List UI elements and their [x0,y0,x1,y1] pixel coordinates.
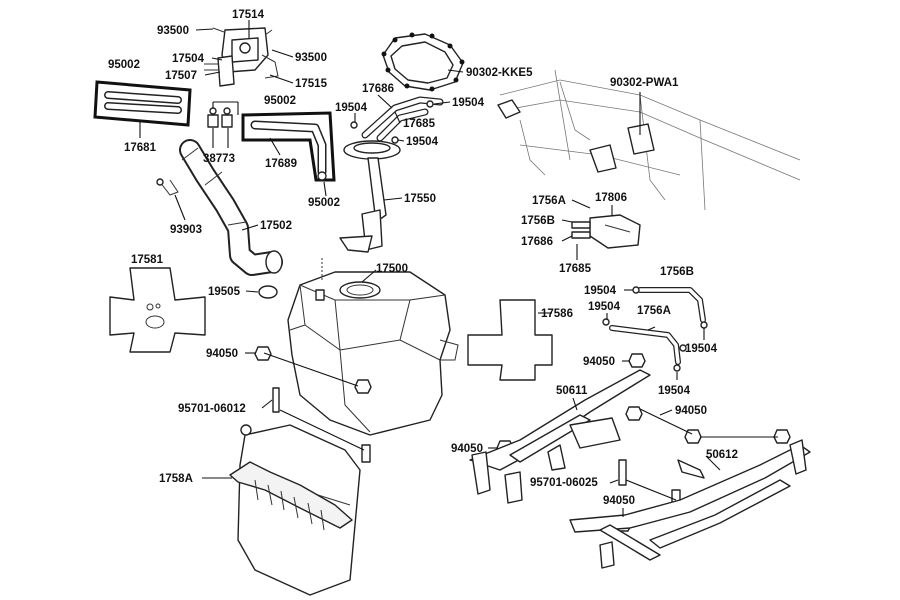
label-1756B-valve: 1756B [521,215,555,227]
label-19504-hose-a: 19504 [584,285,617,297]
hose-clamp [258,285,278,299]
tank-support-frame-50612 [569,439,811,569]
label-93500-right: 93500 [295,52,327,64]
label-17550: 17550 [404,193,436,205]
hose-clamps-19504 [350,100,434,144]
label-1756A-valve: 1756A [532,195,566,207]
part-labels: 93500 17514 17504 93500 95002 17507 1751… [108,9,738,507]
label-19504-mid: 19504 [406,136,439,148]
label-19504-hose-c: 19504 [685,343,718,355]
label-17504: 17504 [172,53,205,65]
vent-hose-17681 [93,80,192,127]
label-1756B-hose: 1756B [660,266,694,278]
label-95002-a: 95002 [108,59,140,71]
label-17689: 17689 [265,158,297,170]
label-17685-valve: 17685 [559,263,592,275]
vent-hose-17689 [241,111,336,182]
label-90302-PWA1: 90302-PWA1 [610,77,679,89]
hose-fittings [207,107,233,128]
tank-support-frame-50611 [469,369,651,504]
label-94050-right-mid: 94050 [675,405,707,417]
label-19504-left: 19504 [335,102,368,114]
label-17515: 17515 [295,78,328,90]
label-94050-right-upper: 94050 [583,356,615,368]
label-90302-KKE5: 90302-KKE5 [466,67,533,79]
label-17586: 17586 [541,308,573,320]
leader-lines [139,20,778,517]
label-94050-left: 94050 [206,348,238,360]
label-17685-top: 17685 [403,118,436,130]
label-17686-top: 17686 [362,83,394,95]
label-95002-b: 95002 [264,95,296,107]
label-1756A-hose: 1756A [637,305,671,317]
label-95002-c: 95002 [308,197,340,209]
tank-pad-left [109,267,206,353]
label-17502: 17502 [260,220,292,232]
label-94050-bottom: 94050 [603,495,635,507]
label-17686-valve: 17686 [521,236,553,248]
label-17500: 17500 [376,263,408,275]
label-95701-06025: 95701-06025 [530,477,598,489]
fuel-tank [287,258,459,436]
label-95701-06012: 95701-06012 [178,403,246,415]
label-17581: 17581 [131,254,164,266]
tank-pad-right [467,299,553,381]
evap-canister-bracket [204,27,279,87]
label-50612: 50612 [706,449,738,461]
vent-hoses-right [602,286,708,372]
label-38773: 38773 [203,153,235,165]
label-19504-hose-d: 19504 [658,385,691,397]
vehicle-frame-section [497,69,801,211]
label-17514: 17514 [232,9,265,21]
label-1758A: 1758A [159,473,193,485]
rollover-valve [571,214,641,249]
label-93500-top-left: 93500 [157,25,189,37]
label-19504-hose-b: 19504 [588,301,621,313]
label-17681: 17681 [124,142,157,154]
label-17507: 17507 [165,70,197,82]
tank-cover-shroud [229,424,361,596]
hose-clip [156,178,179,196]
label-19505: 19505 [208,286,241,298]
label-50611: 50611 [556,385,588,397]
fuel-filler-hose [179,139,283,276]
pump-gasket-ring [381,32,465,92]
label-17806: 17806 [595,192,627,204]
label-93903: 93903 [170,224,202,236]
label-19504-right: 19504 [452,97,485,109]
label-94050-frame-left: 94050 [451,443,483,455]
